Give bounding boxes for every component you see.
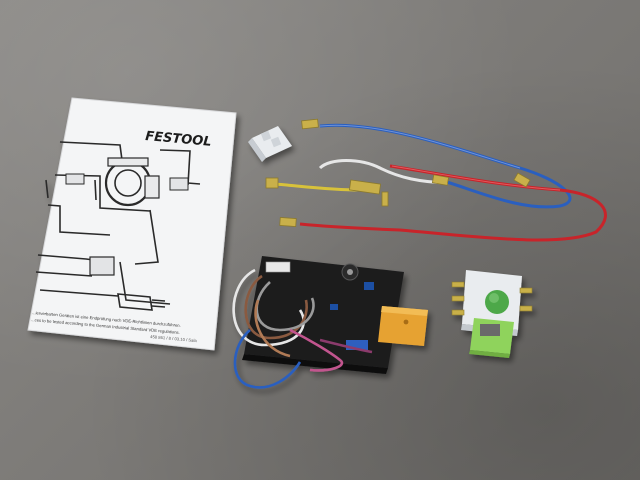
power-switch	[451, 270, 533, 358]
electronic-module	[232, 256, 428, 389]
sheet-brand: FESTOOL	[145, 129, 212, 150]
terminal-block	[248, 126, 292, 162]
wiring-diagram-sheet: FESTOOL	[27, 97, 237, 351]
diagram-terminal-box	[169, 177, 189, 191]
plug-symbol	[117, 293, 166, 311]
sheet-footer-line-3: 458 861 / 8 / 03.10 / Sala	[150, 334, 198, 343]
wire-terminals	[265, 118, 531, 227]
motor-symbol	[104, 157, 160, 207]
board-connector	[265, 261, 291, 273]
yellow-wire	[274, 182, 361, 192]
red-wire	[299, 164, 607, 242]
diagram-box-left	[65, 173, 85, 185]
blue-wire	[319, 123, 572, 209]
heatsink	[378, 306, 428, 346]
blue-component	[364, 282, 374, 290]
diagram-switch-box	[89, 256, 115, 276]
white-wire	[318, 159, 449, 185]
